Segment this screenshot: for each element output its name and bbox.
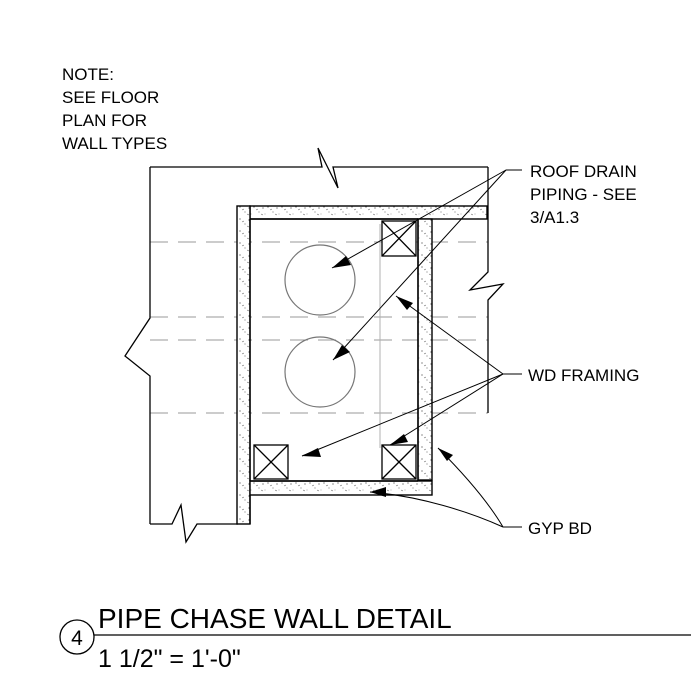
- arrow-gyp-right: [438, 448, 453, 461]
- callout-labels: ROOF DRAIN PIPING - SEE 3/A1.3 WD FRAMIN…: [528, 162, 639, 538]
- gyp-bottom: [249, 480, 433, 496]
- gyp-top: [249, 205, 488, 220]
- callout-roof-drain-line-3: 3/A1.3: [530, 208, 579, 227]
- arrow-pipe-lower: [333, 345, 350, 360]
- callout-roof-drain-line-2: PIPING - SEE: [530, 185, 637, 204]
- roof-drain-pipes: [284, 244, 356, 408]
- arrow-framing-right-wall: [396, 296, 413, 310]
- arrow-framing-bottom-left: [302, 448, 321, 457]
- note-line-2: SEE FLOOR: [62, 88, 159, 107]
- note-line-1: NOTE:: [62, 65, 114, 84]
- top-break-line: [150, 147, 488, 189]
- detail-number-bubble: [59, 619, 95, 655]
- chase-wall-lines: [249, 218, 419, 524]
- right-break-line: [468, 167, 505, 413]
- framing-bottom-left: [253, 444, 289, 480]
- left-break-line: [124, 167, 151, 524]
- callout-gyp-bd: GYP BD: [528, 519, 592, 538]
- framing-top-right: [381, 220, 417, 257]
- arrow-framing-bottom-right: [390, 434, 408, 445]
- title-block: 4 PIPE CHASE WALL DETAIL 1 1/2" = 1'-0": [59, 603, 691, 673]
- note-block: NOTE: SEE FLOOR PLAN FOR WALL TYPES: [62, 65, 167, 153]
- leader-lines: [301, 169, 522, 528]
- detail-scale: 1 1/2" = 1'-0": [98, 645, 241, 673]
- note-line-3: PLAN FOR: [62, 111, 147, 130]
- framing-bottom-right: [381, 444, 417, 480]
- callout-wd-framing: WD FRAMING: [528, 366, 639, 385]
- break-lines: [124, 147, 505, 544]
- leader-arrowheads: [302, 256, 453, 497]
- pipe-lower: [284, 336, 356, 408]
- wood-framing: [253, 220, 417, 480]
- arrow-gyp-bottom: [370, 487, 386, 497]
- gypsum-board: [236, 205, 488, 525]
- dashed-centerlines: [150, 241, 488, 414]
- pipe-upper: [284, 244, 356, 316]
- gyp-left: [236, 205, 251, 525]
- callout-roof-drain-line-1: ROOF DRAIN: [530, 162, 637, 181]
- gyp-right: [417, 218, 433, 481]
- bottom-break-line: [150, 502, 238, 544]
- arrow-pipe-upper: [332, 256, 351, 268]
- detail-number: 4: [71, 627, 83, 650]
- detail-title: PIPE CHASE WALL DETAIL: [98, 603, 452, 634]
- note-line-4: WALL TYPES: [62, 134, 167, 153]
